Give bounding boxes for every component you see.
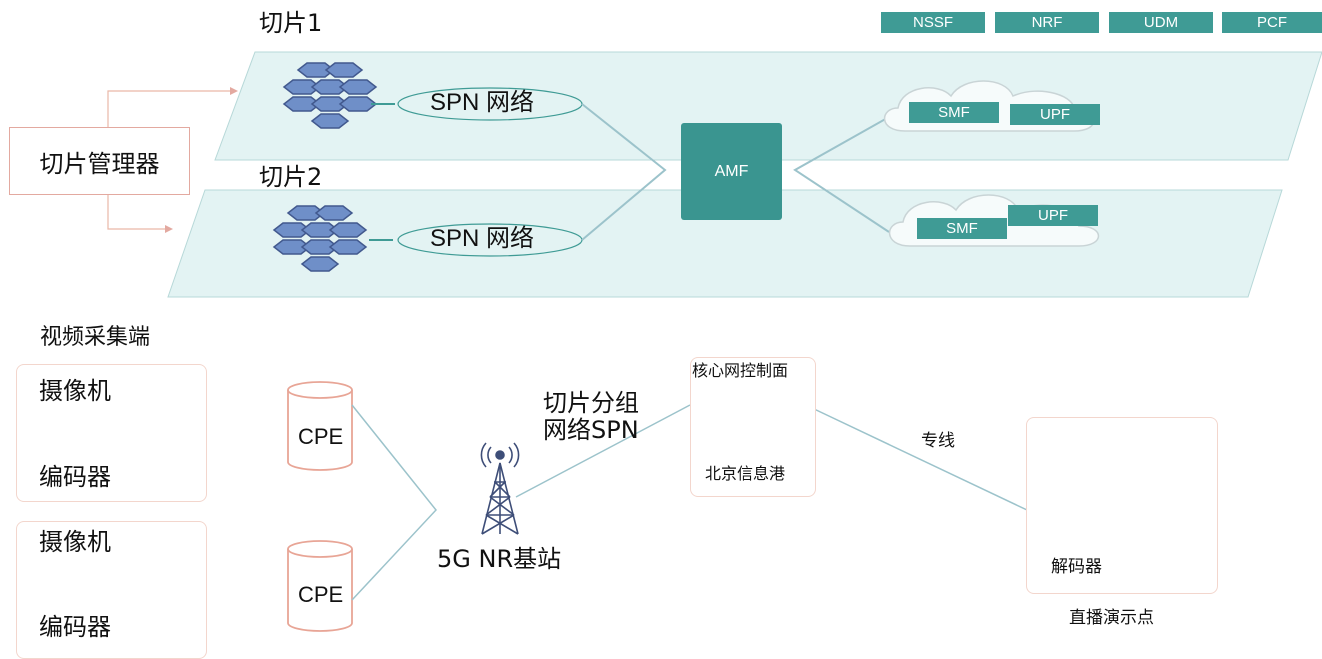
- hex-cluster-slice1: [282, 62, 378, 129]
- capture-unit-2-camera: 摄像机: [39, 528, 111, 556]
- slice2-title: 切片2: [259, 163, 323, 191]
- slice2-upf-tag: UPF: [1008, 205, 1098, 226]
- capture-unit-1-camera: 摄像机: [39, 377, 111, 405]
- hex-cluster-slice2: [272, 205, 368, 272]
- cpe-label-1: CPE: [298, 424, 344, 449]
- cpe-label-2: CPE: [298, 582, 344, 607]
- base-station-label: 5G NR基站: [437, 545, 562, 573]
- core-network-box: [690, 357, 816, 497]
- slice1-upf-tag: UPF: [1010, 104, 1100, 125]
- capture-unit-1-encoder: 编码器: [39, 463, 111, 491]
- capture-section-title: 视频采集端: [40, 325, 151, 350]
- slice1-smf-tag: SMF: [909, 102, 999, 123]
- tv-4k-label-1: 4K: [1148, 461, 1168, 478]
- udm-tag: UDM: [1109, 12, 1213, 33]
- slice1-spn-label: SPN 网络: [430, 89, 535, 116]
- capture-unit-2-encoder: 编码器: [39, 613, 111, 641]
- nssf-tag: NSSF: [881, 12, 985, 33]
- cpe-cylinder-2: [287, 540, 353, 632]
- slice-manager-box: 切片管理器: [9, 127, 190, 195]
- capture-unit-2: [16, 521, 207, 659]
- slice2-spn-label: SPN 网络: [430, 225, 535, 252]
- slice-spn-line2: 网络SPN: [543, 416, 639, 444]
- cpe-cylinder-1: [287, 381, 353, 471]
- slice1-plane: [214, 51, 1322, 161]
- nrf-tag: NRF: [995, 12, 1099, 33]
- slice1-title: 切片1: [259, 9, 323, 37]
- capture-unit-1: [16, 364, 207, 502]
- demo-point-box: [1026, 417, 1218, 594]
- manager-arrow-slice2: [107, 193, 165, 230]
- manager-arrowhead-slice2: [165, 225, 173, 233]
- decoder-label: 解码器: [1051, 557, 1102, 577]
- core-network-title: 核心网控制面: [692, 361, 789, 380]
- dedicated-line-label: 专线: [921, 431, 955, 451]
- slice-spn-line1: 切片分组: [543, 389, 639, 417]
- manager-arrowhead-slice1: [230, 87, 238, 95]
- demo-point-label: 直播演示点: [1069, 608, 1154, 628]
- pcf-tag: PCF: [1222, 12, 1322, 33]
- amf-box: AMF: [681, 123, 782, 220]
- core-network-site: 北京信息港: [705, 464, 786, 483]
- slice2-smf-tag: SMF: [917, 218, 1007, 239]
- tv-4k-label-2: 4K: [1148, 508, 1168, 525]
- manager-arrow-slice1: [107, 90, 230, 127]
- base-station-tower: [480, 442, 520, 535]
